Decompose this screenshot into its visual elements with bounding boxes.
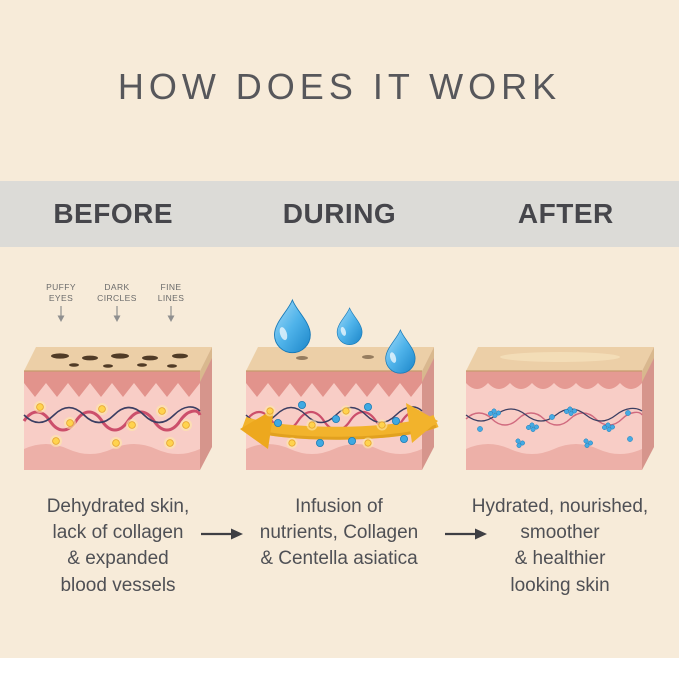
stage-header-after: AFTER [517,198,614,229]
down-arrow-icon [167,306,175,323]
nutrient-dots [274,401,408,448]
caption-during: Infusion of nutrients, Collagen & Centel… [259,496,419,570]
annotation-dark-circles: DARK CIRCLES [86,282,148,323]
wrinkle-marks [51,353,188,368]
caption-before: Dehydrated skin, lack of collagen & expa… [46,496,190,596]
skin-bottom-layer [24,444,200,470]
skin-epidermis-layer [24,371,200,397]
down-arrow-icon [57,306,65,323]
annotation-label: DARK CIRCLES [97,282,137,304]
nutrient-dot-clusters [477,406,633,448]
skin-bottom-layer [246,444,422,470]
page-title: HOW DOES IT WORK [117,66,562,107]
stage-column-during [240,280,440,490]
collagen-dots [34,401,192,449]
annotation-puffy-eyes: PUFFY EYES [30,282,92,323]
skin-top-face [24,347,212,371]
skin-layers-illustration-after [465,347,654,470]
skin-side-face [200,347,212,470]
collagen-dots [264,405,388,449]
right-arrow-icon [201,528,243,540]
right-arrow-icon [445,528,487,540]
annotation-label: PUFFY EYES [46,282,76,304]
caption-after: Hydrated, nourished, smoother & healthie… [471,496,649,596]
bottom-white-margin [0,658,679,679]
skin-epidermis-layer [466,371,642,389]
skin-layers-illustration-before [22,347,212,470]
droplet-medium [336,307,363,345]
skin-side-face [422,347,434,470]
down-arrow-icon [113,306,121,323]
skin-bottom-layer [466,444,642,470]
ribbon-arrows [240,403,439,449]
wrinkle-marks [296,355,374,360]
stage-column-after [460,280,660,490]
annotation-label: FINE LINES [157,282,185,304]
skin-side-face [642,347,654,470]
water-droplets-icon [274,298,416,374]
skin-epidermis-layer [246,371,422,397]
stage-header-band: BEFORE DURING AFTER [0,181,679,247]
stage-header-before: BEFORE [53,198,173,229]
stage-column-before: PUFFY EYES DARK CIRCLES FINE LINES [18,280,218,490]
annotation-fine-lines: FINE LINES [140,282,202,323]
droplet-small [385,329,416,374]
blood-vessels [22,406,202,432]
droplet-large [274,298,311,354]
stage-header-during: DURING [282,198,397,229]
